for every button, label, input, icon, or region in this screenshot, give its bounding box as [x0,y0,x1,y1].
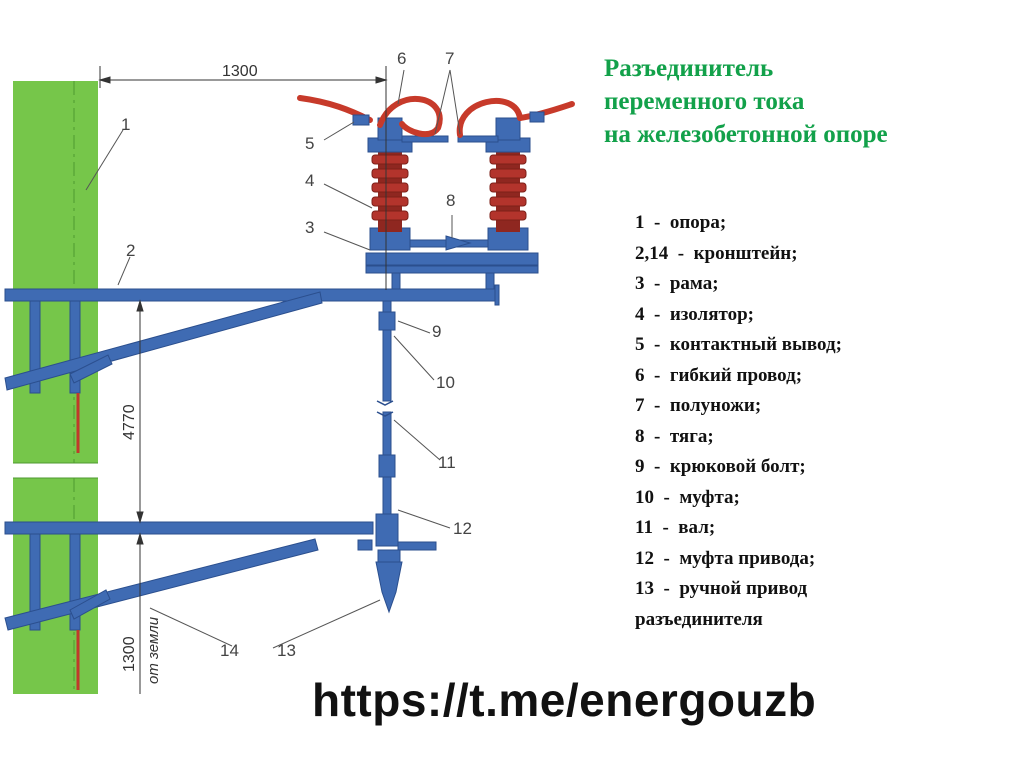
dim-top-label: 1300 [222,63,258,80]
parts-legend: 1 - опора; 2,14 - кронштейн; 3 - рама; 4… [635,208,1015,635]
title-line-3: на железобетонной опоре [604,121,888,148]
callout-10: 10 [436,373,455,392]
callout-13: 13 [277,641,296,660]
insulator-right [485,117,531,251]
legend-item: 1 - опора; [635,212,727,233]
callout-8: 8 [446,191,455,210]
dim-bottom-note: от земли [145,616,162,684]
half-blades [401,135,499,143]
slide-title: Разъединитель переменного тока на железо… [604,52,1014,151]
callout-leaders [85,69,461,649]
legend-item: 5 - контактный вывод; [635,334,842,355]
insulator-left [367,117,413,251]
callout-1: 1 [121,115,130,134]
callout-4: 4 [305,171,314,190]
title-line-1: Разъединитель [604,55,774,82]
legend-continuation: разъединителя [635,608,763,630]
lower-bracket [4,521,374,631]
callout-3: 3 [305,218,314,237]
title-line-2: переменного тока [604,88,805,115]
link-rod [407,235,491,251]
dim-bottom-label: 1300 [121,636,138,672]
callout-12: 12 [453,519,472,538]
callout-6: 6 [397,49,406,68]
concrete-pole [13,81,98,694]
legend-item: 8 - тяга; [635,425,714,447]
callout-5: 5 [305,134,314,153]
dim-vertical-label: 4770 [121,404,138,440]
legend-item: 7 - полуножи; [635,395,762,416]
disconnector-frame [365,252,539,290]
channel-link[interactable]: https://t.me/energouzb [312,674,817,726]
callout-14: 14 [220,641,239,660]
dimension-lines [98,66,388,694]
legend-item: 13 - ручной привод [635,578,808,599]
legend-item: 9 - крюковой болт; [635,456,806,477]
callout-9: 9 [432,322,441,341]
legend-item: 10 - муфта; [635,486,740,508]
disconnector-diagram: 1300 4770 1300 от земли 1 2 3 4 [4,49,575,694]
legend-item: 6 - гибкий провод; [635,364,803,386]
shaft-break [376,400,394,406]
legend-item: 12 - муфта привода; [635,547,816,569]
callout-7: 7 [445,49,454,68]
callout-11: 11 [438,453,456,472]
contact-terminals [352,111,545,126]
legend-item: 11 - вал; [635,517,716,538]
legend-item: 3 - рама; [635,273,719,294]
legend-item: 4 - изолятор; [635,303,754,325]
callout-2: 2 [126,241,135,260]
legend-item: 2,14 - кронштейн; [635,242,798,264]
manual-drive [357,513,437,614]
upper-bracket [4,284,500,394]
